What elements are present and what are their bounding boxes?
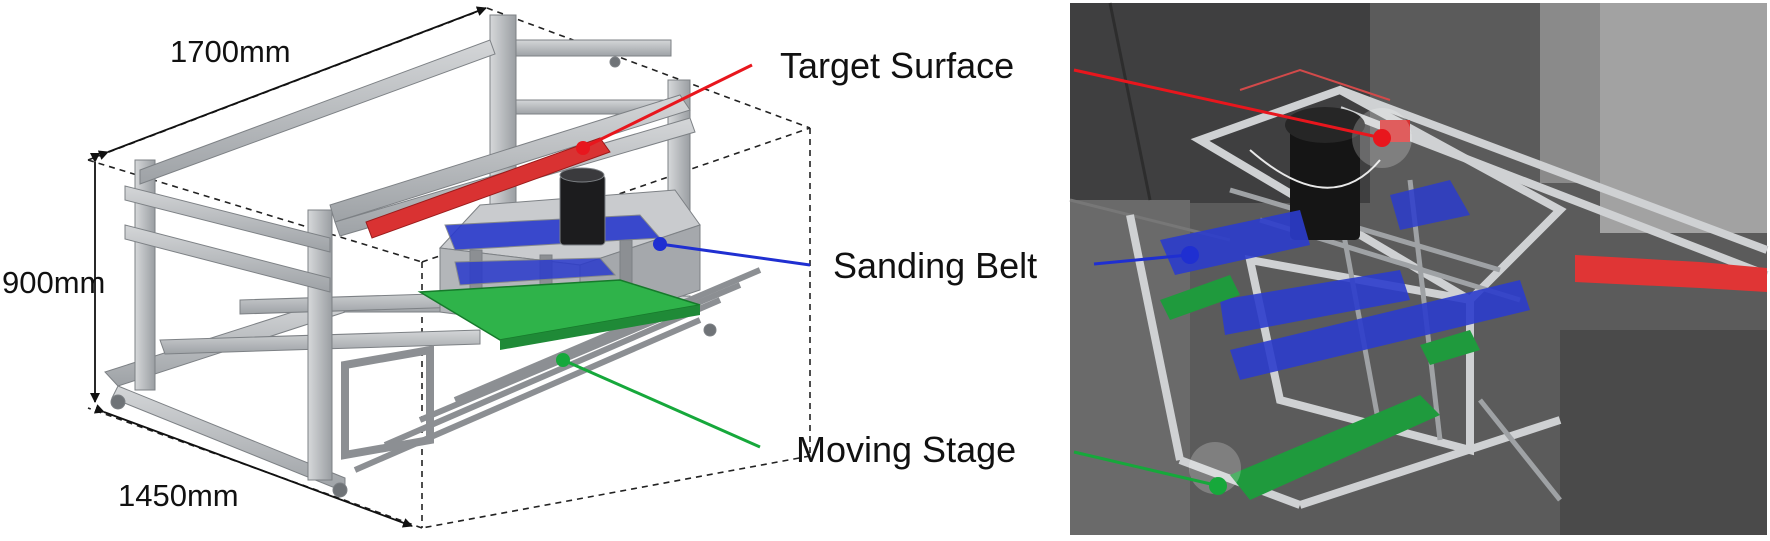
moving-stage-label: Moving Stage: [796, 429, 1017, 470]
sanding-belt-dot-left: [653, 237, 667, 251]
moving-stage-dot-left: [556, 353, 570, 367]
length-arrow: [97, 6, 487, 160]
cad-callout-lines: [562, 63, 811, 449]
dimension-arrows: [90, 6, 487, 528]
length-dimension-label: 1700mm: [170, 34, 291, 69]
sanding-belt-dot-right: [1181, 246, 1199, 264]
moving-stage-photo-rail: [1230, 395, 1440, 500]
target-surface-label: Target Surface: [780, 45, 1015, 86]
target-surface-photo-strip: [1575, 255, 1767, 292]
width-dimension-label: 1450mm: [118, 478, 239, 513]
width-arrow: [93, 404, 413, 528]
moving-stage-dot-right: [1209, 477, 1227, 495]
height-dimension-label: 900mm: [2, 265, 106, 300]
sanding-belt-label: Sanding Belt: [833, 245, 1038, 286]
photo-of-sanding-machine: [1069, 2, 1769, 535]
target-surface-strip: [365, 137, 611, 239]
photo-callout-lines: [1073, 68, 1383, 487]
target-surface-dot-left: [576, 141, 590, 155]
target-surface-dot-right: [1373, 129, 1391, 147]
